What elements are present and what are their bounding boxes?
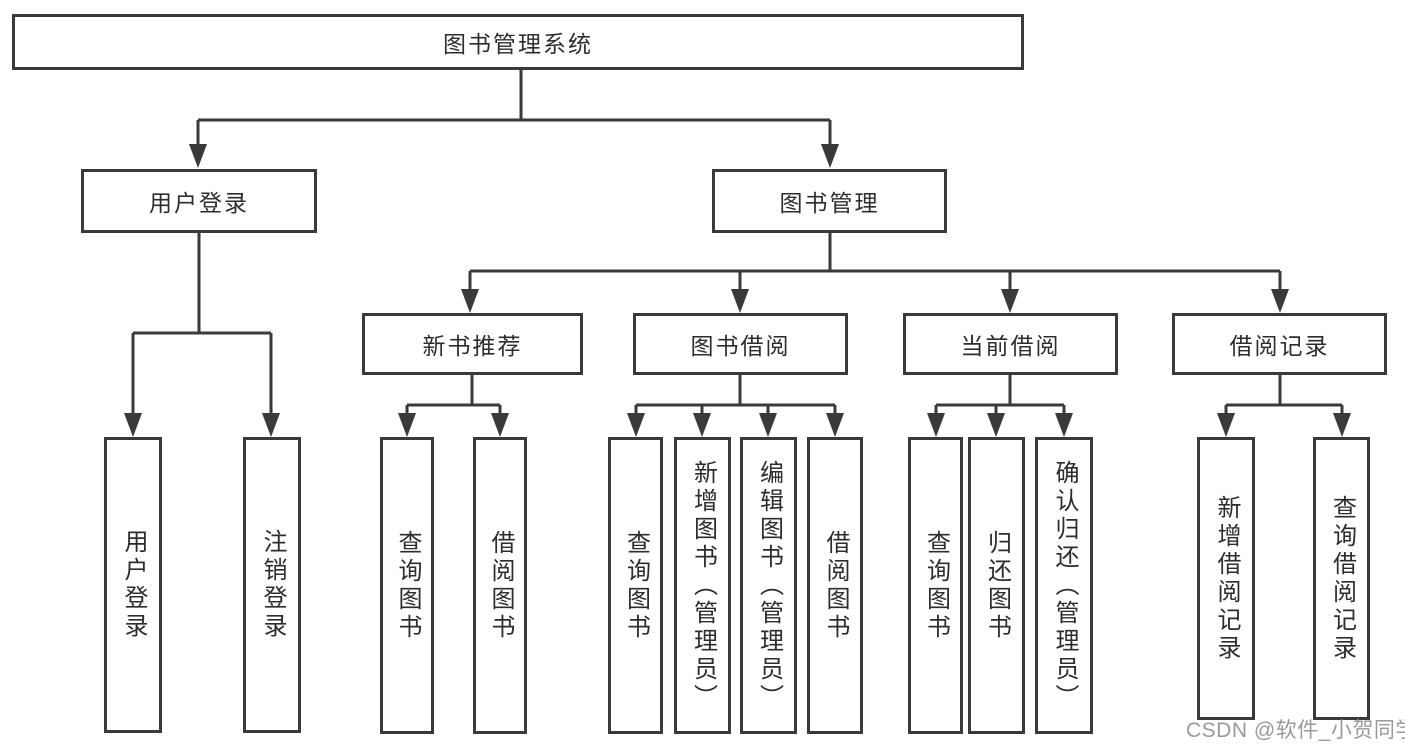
watermark: CSDN @软件_小贺同学 <box>1186 719 1405 742</box>
leaf-current-query-book: 查询图书 <box>908 437 963 734</box>
connector-root-to-level2 <box>189 70 839 168</box>
node-new-book-recommend: 新书推荐 <box>362 313 583 375</box>
leaf-user-login: 用户登录 <box>104 437 162 733</box>
connector-book-management-to-children <box>461 233 1289 313</box>
node-book-management: 图书管理 <box>712 169 947 233</box>
connector-new-book-recommend-to-children <box>398 375 509 437</box>
leaf-recommend-query-book: 查询图书 <box>380 437 434 734</box>
connector-borrow-records-to-children <box>1217 375 1351 437</box>
node-library-management-system: 图书管理系统 <box>12 14 1024 70</box>
leaf-current-confirm-return-admin: 确认归还（管理员） <box>1035 437 1093 734</box>
node-book-borrow: 图书借阅 <box>633 313 848 375</box>
leaf-borrow-add-book-admin: 新增图书（管理员） <box>674 437 731 734</box>
connector-current-borrow-to-children <box>927 375 1073 437</box>
node-current-borrow: 当前借阅 <box>903 313 1118 375</box>
leaf-records-add-record: 新增借阅记录 <box>1197 437 1255 720</box>
node-borrow-records: 借阅记录 <box>1172 313 1387 375</box>
leaf-borrow-edit-book-admin: 编辑图书（管理员） <box>740 437 797 734</box>
node-user-login: 用户登录 <box>81 169 317 233</box>
leaf-current-return-book: 归还图书 <box>968 437 1025 734</box>
leaf-recommend-borrow-book: 借阅图书 <box>473 437 527 734</box>
leaf-borrow-borrow-book: 借阅图书 <box>807 437 863 734</box>
connector-book-borrow-to-children <box>627 375 844 437</box>
connector-user-login-to-children <box>124 233 280 437</box>
leaf-records-query-record: 查询借阅记录 <box>1313 437 1370 720</box>
leaf-borrow-query-book: 查询图书 <box>608 437 663 734</box>
leaf-logout: 注销登录 <box>243 437 301 733</box>
